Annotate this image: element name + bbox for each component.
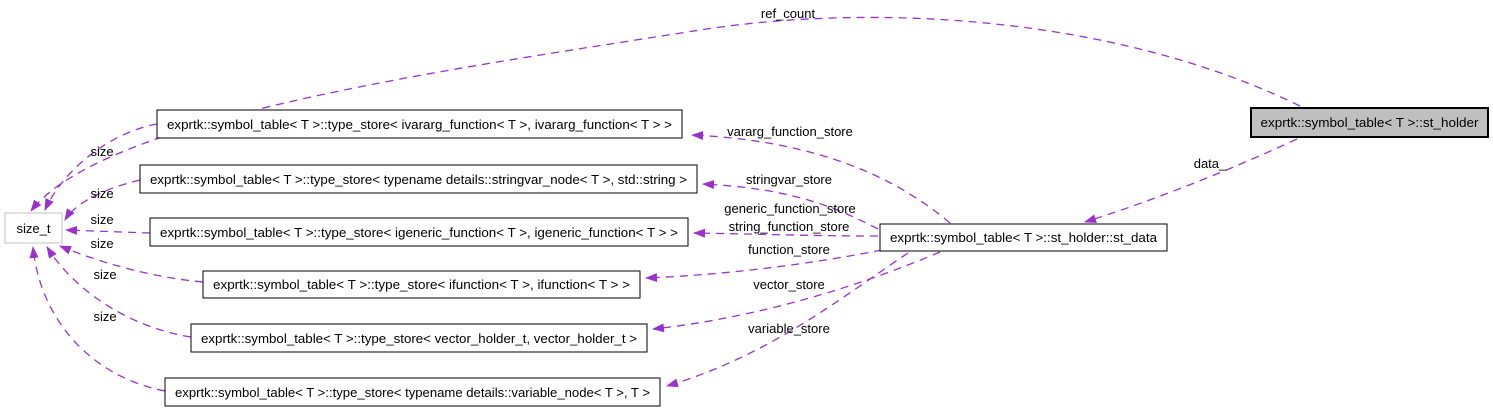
node-type-store-vector-holder[interactable]: exprtk::symbol_table< T >::type_store< v… [190,323,648,353]
edge-size-stringvar [64,179,141,221]
node-st-data-label: exprtk::symbol_table< T >::st_holder::st… [890,230,1158,245]
node-st-holder-label: exprtk::symbol_table< T >::st_holder [1261,115,1480,130]
edge-label-size-4: size [90,236,113,251]
edge-label-size-2: size [90,186,113,201]
edge-function-store [645,249,883,283]
node-type-store-vector-holder-label: exprtk::symbol_table< T >::type_store< v… [201,331,637,346]
edge-label-vector-store: vector_store [753,277,825,292]
edge-label-size-5: size [93,267,116,282]
edge-size-vector [46,246,192,338]
edge-vararg-function-store [691,131,951,224]
node-size-t-label: size_t [17,221,51,236]
node-type-store-igeneric-function[interactable]: exprtk::symbol_table< T >::type_store< i… [149,217,689,247]
edge-label-generic-function-store: generic_function_store [724,201,856,216]
edge-label-size-1: size [90,144,113,159]
node-st-holder[interactable]: exprtk::symbol_table< T >::st_holder [1250,107,1489,138]
edge-label-size-3: size [90,212,113,227]
edge-label-string-function-store: string_function_store [729,219,850,234]
edge-size-ifunction [59,245,204,283]
node-type-store-variable-node[interactable]: exprtk::symbol_table< T >::type_store< t… [164,377,661,407]
edge-size-variable [29,246,166,392]
node-type-store-ivararg-function-label: exprtk::symbol_table< T >::type_store< i… [167,117,672,132]
node-type-store-variable-node-label: exprtk::symbol_table< T >::type_store< t… [175,385,650,400]
edge-data [1084,138,1298,223]
node-type-store-igeneric-function-label: exprtk::symbol_table< T >::type_store< i… [160,225,678,240]
node-type-store-stringvar-node[interactable]: exprtk::symbol_table< T >::type_store< t… [139,164,698,194]
edge-stringvar-store [702,180,879,230]
edge-label-size-6: size [93,309,116,324]
node-type-store-stringvar-node-label: exprtk::symbol_table< T >::type_store< t… [150,172,687,187]
edge-variable-store [666,252,909,388]
node-type-store-ifunction-label: exprtk::symbol_table< T >::type_store< i… [213,277,630,292]
node-st-data[interactable]: exprtk::symbol_table< T >::st_holder::st… [879,223,1168,252]
edge-label-function-store: function_store [748,242,830,257]
edge-vector-store [652,251,941,333]
edge-label-variable-store: variable_store [748,321,830,336]
edge-label-stringvar-store: stringvar_store [746,172,832,187]
edge-size-igeneric [65,225,151,235]
node-type-store-ifunction[interactable]: exprtk::symbol_table< T >::type_store< i… [202,270,641,299]
edge-label-ref-count: ref_count [761,6,816,21]
node-size-t: size_t [4,212,63,244]
edge-label-vararg-function-store: vararg_function_store [727,124,853,139]
edge-label-data: data_ [1194,156,1227,171]
node-type-store-ivararg-function[interactable]: exprtk::symbol_table< T >::type_store< i… [156,109,683,139]
edge-size-ivararg [44,123,158,211]
